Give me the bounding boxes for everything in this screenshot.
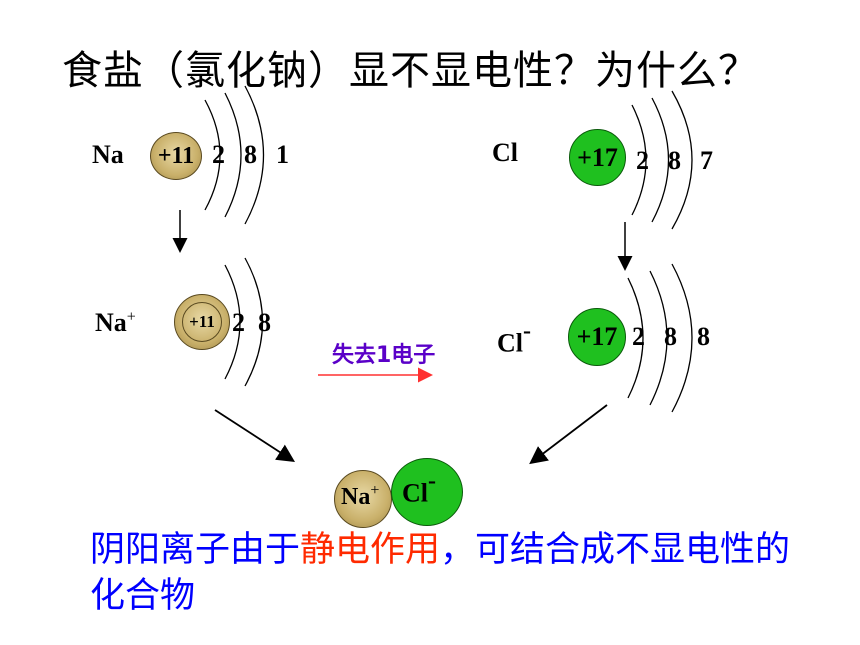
cl-ion-symbol: Cl- — [497, 318, 531, 358]
conclusion-highlight: 静电作用 — [300, 530, 441, 570]
cl-ion-shell-1: 2 — [632, 322, 645, 351]
compound-na-ion — [334, 470, 392, 528]
slide-title: 食盐（氯化钠）显不显电性？为什么？ — [62, 48, 759, 94]
na-ion-shells — [224, 257, 264, 387]
na-ion-symbol: Na+ — [95, 308, 136, 337]
compound-na-label: Na+ — [341, 482, 380, 510]
na-shell-1: 2 — [212, 140, 225, 169]
na-atom-shells — [204, 85, 265, 225]
na-shell-2: 8 — [244, 140, 257, 169]
conclusion-text: 阴阳离子由于静电作用，可结合成不显电性的化合物 — [90, 530, 791, 616]
na-ion-shell-2: 8 — [258, 308, 271, 337]
cl-shell-2: 8 — [668, 146, 681, 175]
na-atom-nucleus: +11 — [150, 132, 202, 180]
na-atom-symbol: Na — [92, 140, 124, 169]
cl-ion-shell-3: 8 — [697, 322, 710, 351]
compound-cl-ion — [391, 458, 463, 526]
cl-shell-1: 2 — [636, 146, 649, 175]
cl-atom-nucleus: +17 — [569, 129, 626, 186]
na-shell-3: 1 — [276, 140, 289, 169]
compound-cl-label: Cl- — [402, 468, 436, 508]
cl-ion-nucleus: +17 — [568, 308, 626, 366]
na-ion-nucleus: +11 — [174, 294, 230, 350]
cl-ion-shell-2: 8 — [664, 322, 677, 351]
cl-atom-symbol: Cl — [492, 138, 518, 167]
cl-to-compound-arrow — [529, 404, 608, 465]
na-to-compound-arrow — [214, 409, 296, 462]
cl-atom-shells — [631, 90, 693, 230]
transfer-label: 失去1电子 — [332, 343, 436, 368]
cl-shell-3: 7 — [700, 146, 713, 175]
na-ion-shell-1: 2 — [232, 308, 245, 337]
cl-ion-shells — [627, 263, 693, 413]
